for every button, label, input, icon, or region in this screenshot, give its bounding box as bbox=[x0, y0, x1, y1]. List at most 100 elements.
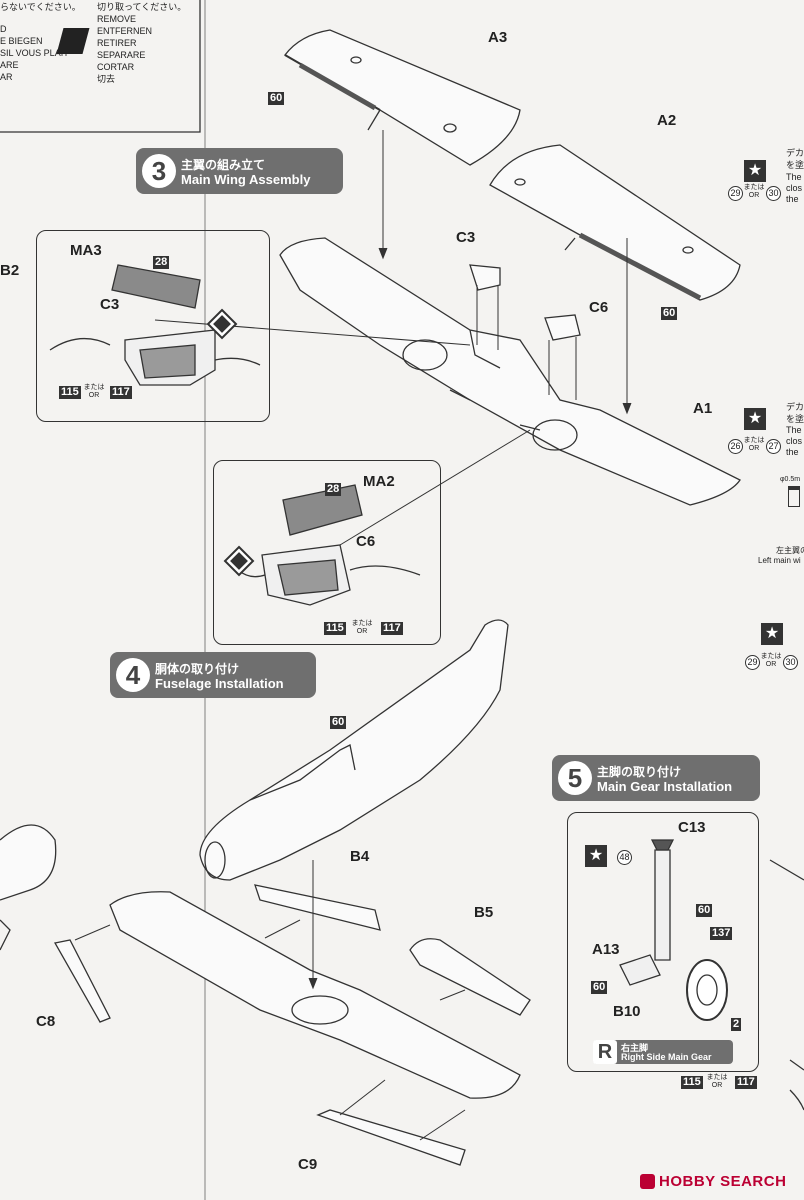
right-jp-3: デカ bbox=[786, 402, 804, 412]
decal-27: 27 bbox=[766, 439, 781, 454]
step-3-title-en: Main Wing Assembly bbox=[181, 172, 311, 187]
right-en-5: clos bbox=[786, 436, 803, 446]
part-a1-label: A1 bbox=[693, 400, 713, 417]
decal-star-icon-2: ★ bbox=[744, 408, 766, 430]
part-c9-label: C9 bbox=[298, 1156, 318, 1173]
wing-a3-drawing bbox=[284, 29, 521, 166]
decal-29-b: 29 bbox=[745, 655, 760, 670]
fuselage-drawing bbox=[199, 619, 509, 881]
legend-top-partial: らないでください。 bbox=[0, 2, 81, 12]
decal-30-b: 30 bbox=[783, 655, 798, 670]
legend-right-line-4: SEPARARE bbox=[97, 50, 146, 60]
step-4-title-jp: 胴体の取り付け bbox=[155, 662, 240, 676]
legend-left-line-2: E BIEGEN bbox=[0, 36, 43, 46]
legend-left-line-5: AR bbox=[0, 72, 13, 82]
legend-right-line-5: CORTAR bbox=[97, 62, 135, 72]
inset-panel-c6 bbox=[213, 460, 441, 645]
right-en-2: clos bbox=[786, 183, 803, 193]
decal-26: 26 bbox=[728, 439, 743, 454]
part-c13-label: C13 bbox=[678, 819, 706, 836]
legend-frame bbox=[0, 0, 201, 133]
part-a13-label: A13 bbox=[592, 941, 620, 958]
color-ref-117-a: 117 bbox=[110, 386, 132, 399]
part-c6-inset-label: C6 bbox=[356, 533, 376, 550]
legend-left-line-3: SIL VOUS PLAIT bbox=[0, 48, 69, 58]
right-side-letter: R bbox=[593, 1040, 617, 1064]
color-ref-117-c: 117 bbox=[735, 1076, 757, 1089]
right-en-1: The bbox=[786, 172, 802, 182]
decal-star-icon-3: ★ bbox=[761, 623, 783, 645]
decal-29-a: 29 bbox=[728, 186, 743, 201]
color-ref-60-b: 60 bbox=[661, 307, 678, 320]
decal-star-icon-gear: ★ bbox=[585, 845, 607, 867]
legend-right-line-6: 切去 bbox=[97, 74, 116, 84]
color-ref-117-b: 117 bbox=[381, 622, 403, 635]
legend-jp-cut: 切り取ってください。 bbox=[97, 2, 187, 12]
wing-step4-drawing bbox=[53, 884, 531, 1166]
part-ma3-label: MA3 bbox=[70, 242, 102, 259]
step-5-number: 5 bbox=[558, 761, 592, 795]
legend-right-line-2: ENTFERNEN bbox=[97, 26, 153, 36]
right-side-jp: 右主脚 bbox=[621, 1043, 649, 1053]
part-c6-drawing bbox=[544, 314, 581, 341]
left-wing-en: Left main wi bbox=[758, 556, 801, 565]
right-en-4: The bbox=[786, 425, 802, 435]
part-ma2-label: MA2 bbox=[363, 473, 395, 490]
part-c3-drawing bbox=[469, 264, 501, 291]
color-ref-115-b: 115 bbox=[324, 622, 346, 635]
step-4-header: 4 胴体の取り付け Fuselage Installation bbox=[110, 652, 316, 698]
right-jp-2: を塗 bbox=[786, 160, 804, 170]
color-ref-137: 137 bbox=[710, 927, 733, 940]
right-jp-4: を塗 bbox=[786, 414, 804, 424]
part-b5-label: B5 bbox=[474, 904, 494, 921]
part-c3-label: C3 bbox=[456, 229, 476, 246]
color-ref-28-a: 28 bbox=[153, 256, 170, 269]
step-3-title-jp: 主翼の組み立て bbox=[181, 158, 266, 172]
wing-a1-drawing bbox=[279, 237, 741, 506]
step-5-title-jp: 主脚の取り付け bbox=[597, 765, 682, 779]
decal-48: 48 bbox=[617, 850, 632, 865]
inset-c6-drawing bbox=[223, 484, 421, 606]
color-ref-60-c: 60 bbox=[330, 716, 347, 729]
watermark-text: HOBBY SEARCH bbox=[659, 1173, 787, 1190]
wing-a2-drawing bbox=[489, 144, 741, 301]
part-b2-label: B2 bbox=[0, 262, 20, 279]
right-side-en: Right Side Main Gear bbox=[621, 1052, 712, 1062]
color-ref-60-d: 60 bbox=[696, 904, 713, 917]
legend-right-line-1: REMOVE bbox=[97, 14, 137, 24]
part-c3-inset-label: C3 bbox=[100, 296, 120, 313]
part-b4-label: B4 bbox=[350, 848, 370, 865]
color-ref-115-c: 115 bbox=[681, 1076, 703, 1089]
hobby-search-logo-icon bbox=[640, 1174, 655, 1189]
part-c6-label: C6 bbox=[589, 299, 609, 316]
decal-star-icon-1: ★ bbox=[744, 160, 766, 182]
legend-left-line-1: D bbox=[0, 24, 7, 34]
drill-icon bbox=[788, 486, 800, 507]
color-ref-60-a: 60 bbox=[268, 92, 285, 105]
part-b10-label: B10 bbox=[613, 1003, 641, 1020]
color-ref-115-a: 115 bbox=[59, 386, 81, 399]
step-5-title-en: Main Gear Installation bbox=[597, 779, 733, 794]
main-gear-drawing bbox=[619, 839, 728, 1021]
inset-panel-main-gear bbox=[567, 812, 759, 1072]
part-c8-label: C8 bbox=[36, 1013, 56, 1030]
step-3-number: 3 bbox=[142, 154, 176, 188]
inset-c3-drawing bbox=[49, 264, 261, 386]
legend-right-line-3: RETIRER bbox=[97, 38, 137, 48]
right-en-3: the bbox=[786, 194, 799, 204]
right-side-gear-badge: R 右主脚 Right Side Main Gear bbox=[593, 1040, 733, 1064]
color-ref-28-b: 28 bbox=[325, 483, 342, 496]
step-3-header: 3 主翼の組み立て Main Wing Assembly bbox=[136, 148, 343, 194]
step-4-number: 4 bbox=[116, 658, 150, 692]
inset-panel-c3 bbox=[36, 230, 270, 422]
legend-left-line-4: ARE bbox=[0, 60, 19, 70]
part-a2-label: A2 bbox=[657, 112, 677, 129]
drill-size: φ0.5m bbox=[780, 476, 801, 483]
step-5-header: 5 主脚の取り付け Main Gear Installation bbox=[552, 755, 760, 801]
